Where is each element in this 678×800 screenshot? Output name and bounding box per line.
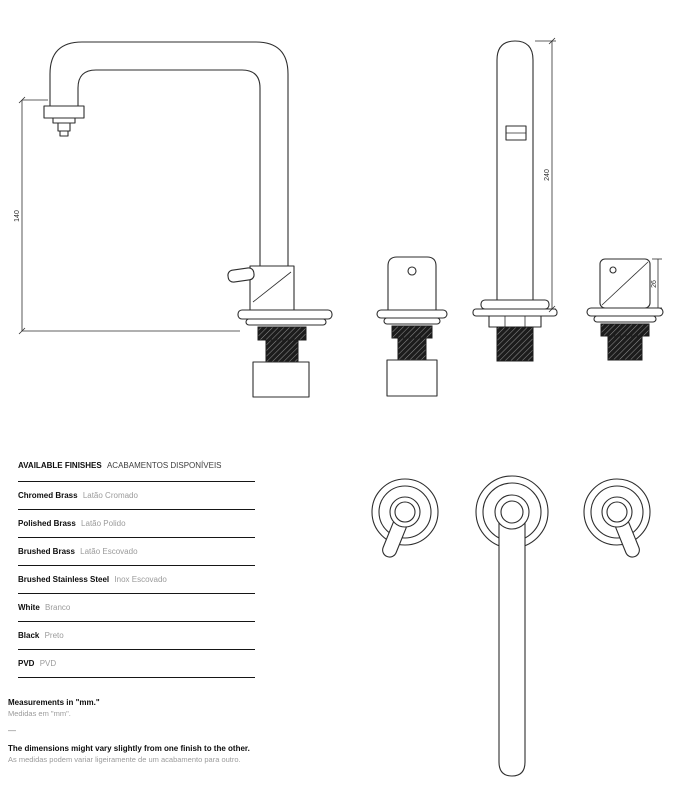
dimension-240: 240 (535, 37, 556, 313)
handle-top-view-right (583, 478, 651, 558)
finish-row: Polished Brass Latão Polido (18, 510, 255, 538)
note-measurements-pt: Medidas em "mm". (8, 708, 71, 718)
note-tolerance-en: The dimensions might vary slightly from … (8, 743, 250, 753)
finishes-title-pt: ACABAMENTOS DISPONÍVEIS (106, 461, 222, 470)
finish-name-en: Chromed Brass (18, 491, 78, 500)
note-measurements-en: Measurements in "mm." (8, 698, 100, 707)
handle-front-view (586, 258, 664, 361)
finishes-table-header: AVAILABLE FINISHES ACABAMENTOS DISPONÍVE… (18, 461, 255, 482)
dimension-label-26: 26 (651, 280, 658, 288)
faucet-front-view (472, 40, 558, 362)
finish-row: PVD PVD (18, 650, 255, 678)
handle-side-view (376, 256, 448, 397)
finish-name-pt: Latão Escovado (80, 547, 138, 556)
handle-top-view-left (371, 478, 439, 558)
dimension-140: 140 (14, 96, 240, 335)
finishes-title-en: AVAILABLE FINISHES (18, 461, 102, 470)
dimension-26: 26 (651, 258, 662, 309)
footnotes: Measurements in "mm." Medidas em "mm". —… (8, 698, 328, 765)
finish-name-en: Black (18, 631, 40, 640)
finish-name-pt: Inox Escovado (114, 575, 167, 584)
finish-name-pt: Latão Polido (81, 519, 126, 528)
finish-name-pt: Preto (44, 631, 64, 640)
finish-row: Brushed Brass Latão Escovado (18, 538, 255, 566)
finish-name-pt: PVD (39, 659, 57, 668)
finish-name-en: Brushed Brass (18, 547, 75, 556)
finish-name-en: Polished Brass (18, 519, 76, 528)
dimension-label-140: 140 (14, 210, 21, 222)
finish-row: Black Preto (18, 622, 255, 650)
dimension-label-240: 240 (544, 169, 551, 181)
finish-name-pt: Latão Cromado (82, 491, 138, 500)
technical-drawing-elevations: 140 (14, 37, 664, 398)
finish-name-en: White (18, 603, 40, 612)
faucet-side-view (43, 41, 333, 398)
available-finishes-table: AVAILABLE FINISHES ACABAMENTOS DISPONÍVE… (18, 461, 255, 678)
finish-name-en: PVD (18, 659, 35, 668)
note-separator: — (8, 725, 16, 735)
finish-row: White Branco (18, 594, 255, 622)
finish-row: Brushed Stainless Steel Inox Escovado (18, 566, 255, 594)
note-tolerance-pt: As medidas podem variar ligeiramente de … (8, 754, 241, 764)
finish-row: Chromed Brass Latão Cromado (18, 482, 255, 510)
finish-name-en: Brushed Stainless Steel (18, 575, 110, 584)
technical-drawing-plan-views (371, 475, 651, 777)
finish-name-pt: Branco (45, 603, 71, 612)
spout-top-view (475, 475, 549, 777)
